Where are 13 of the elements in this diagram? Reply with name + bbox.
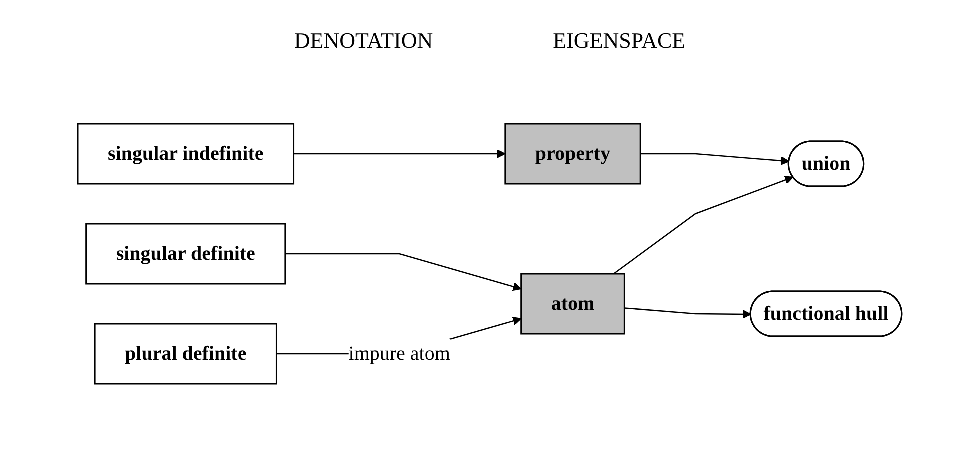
column-heading: EIGENSPACE: [553, 28, 686, 54]
arrow: [294, 150, 506, 158]
node-box: plural definite: [94, 323, 278, 385]
edge-label: impure atom: [348, 343, 450, 365]
arrow: [286, 253, 522, 292]
node-box: property: [504, 123, 642, 185]
node-box: singular indefinite: [77, 123, 295, 185]
arrow: [614, 176, 794, 275]
arrow: [624, 308, 752, 319]
arrow: [640, 153, 790, 166]
node-box: singular definite: [86, 223, 286, 285]
column-heading: DENOTATION: [294, 28, 434, 54]
node-box: atom: [520, 273, 626, 335]
